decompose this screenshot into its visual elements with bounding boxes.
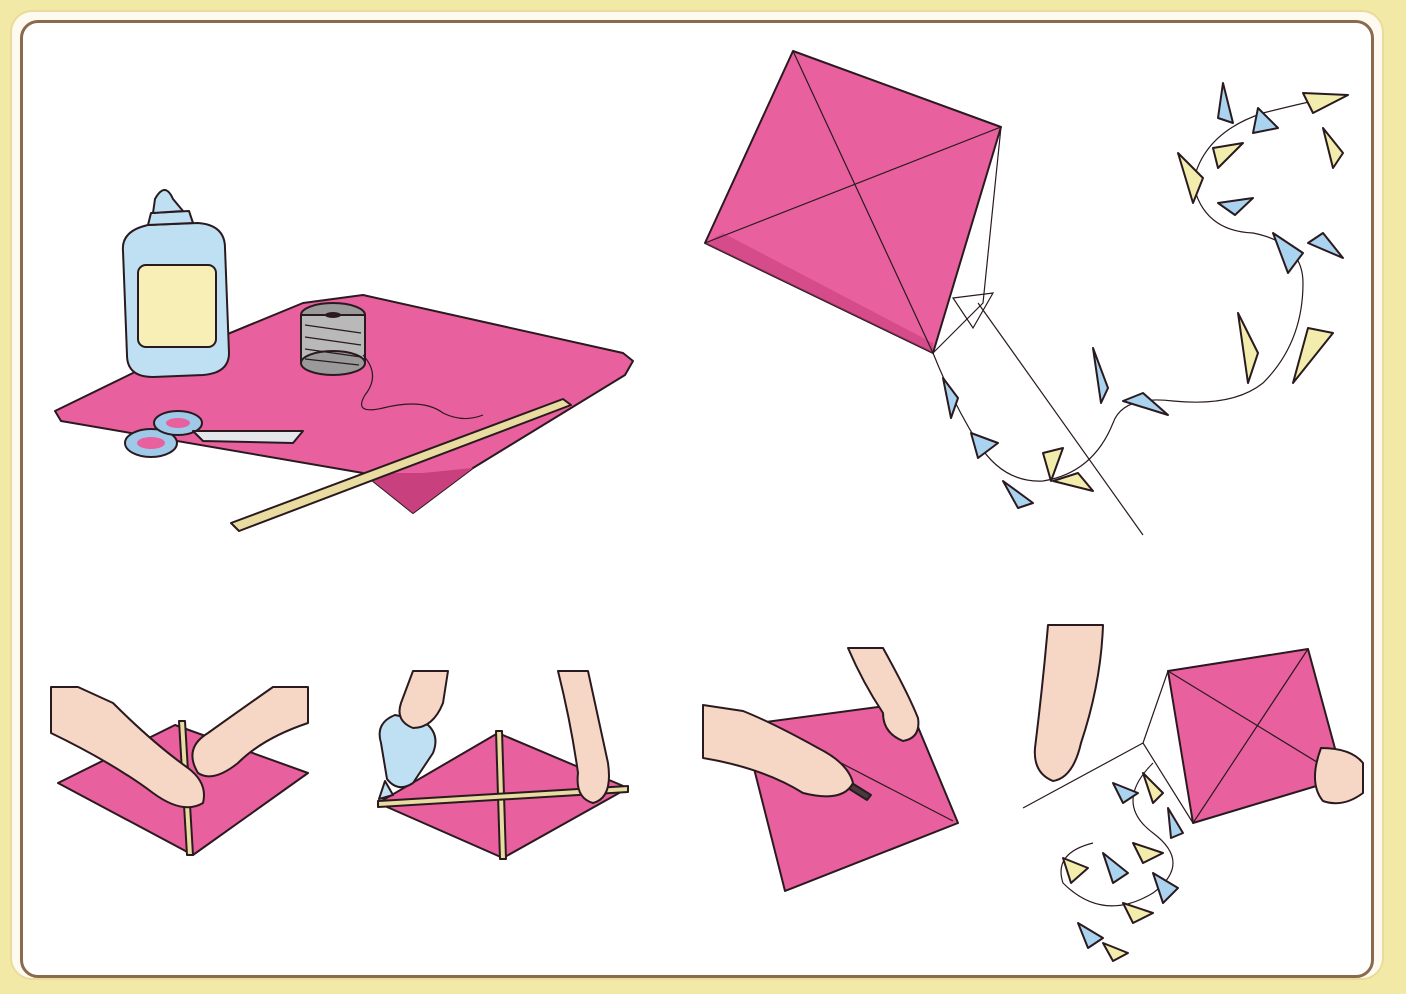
step-3-scene [703,648,958,891]
step-1-scene [51,687,308,855]
kite-making-illustration [23,23,1374,978]
step-4-scene [1023,625,1363,961]
glue-bottle-icon [123,190,229,377]
illustration-panel [20,20,1374,978]
step-2-scene [378,671,628,859]
kite-string-icon [978,303,1143,535]
materials-scene [55,190,633,531]
finished-kite-scene [705,51,1348,535]
ribbons-icon [1061,763,1183,961]
kite-icon [705,51,1001,353]
